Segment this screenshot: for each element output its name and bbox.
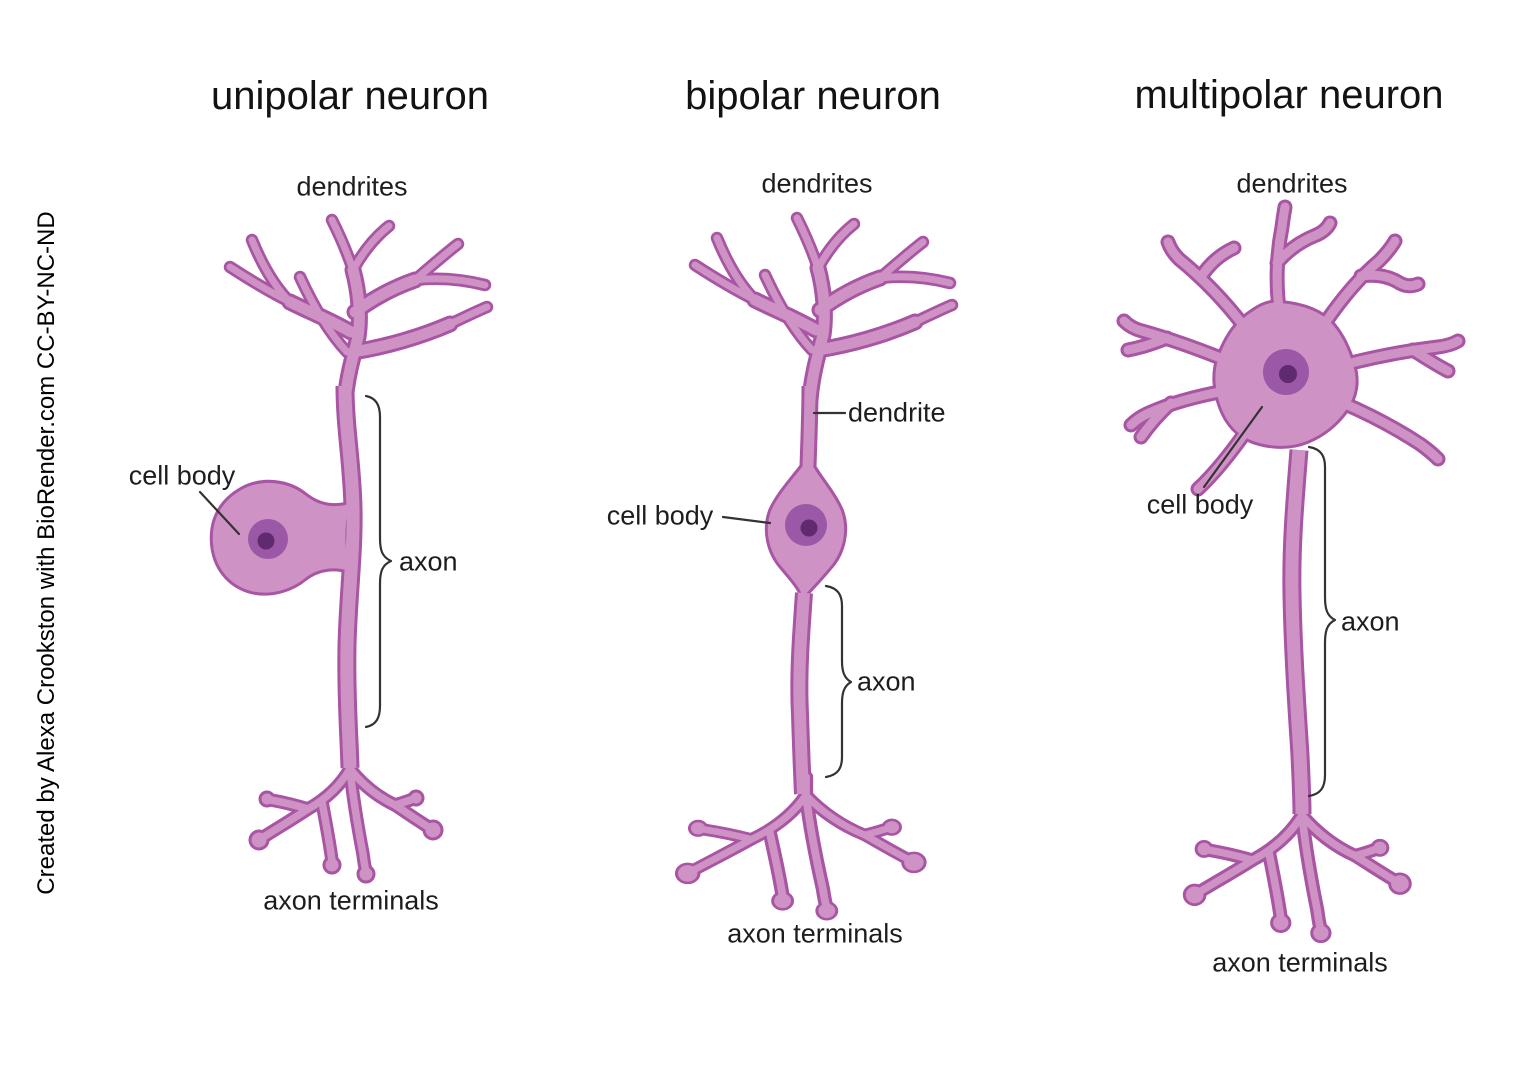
multipolar-axon-label: axon [1341,606,1400,637]
bipolar-axon-terminals-label: axon terminals [727,918,903,949]
unipolar-dendrites-label: dendrites [296,171,408,202]
bipolar-axon-label: axon [857,666,916,697]
multipolar-cell-body-leader-line [1202,405,1264,489]
multipolar-cell-body-label: cell body [1146,489,1254,520]
multipolar-neuron-graphic [1124,207,1458,940]
annotations [198,394,1337,798]
multipolar-fill-pass [1124,207,1458,941]
multipolar-nucleolus [1279,365,1297,383]
unipolar-axon-bracket [364,394,393,729]
multipolar-dendrites-label: dendrites [1236,168,1348,199]
bipolar-axon-bracket [824,584,853,779]
unipolar-cell-body-leader-line [198,490,241,536]
bipolar-title: bipolar neuron [685,74,941,118]
unipolar-title: unipolar neuron [211,74,489,118]
unipolar-axon-terminals-label: axon terminals [263,885,439,916]
attribution-credit-text: Created by Alexa Crookston with BioRende… [33,211,60,895]
multipolar-title: multipolar neuron [1134,73,1444,117]
bipolar-nucleolus [800,519,818,537]
bipolar-cell-body-leader-line [721,515,772,525]
bipolar-cell-body-label: cell body [606,500,714,531]
bipolar-dendrites-label: dendrites [761,168,873,199]
unipolar-axon-label: axon [399,546,458,577]
bipolar-dendrite-label: dendrite [848,397,946,428]
unipolar-neuron-graphic [213,220,487,881]
unipolar-cell-body-label: cell body [128,460,236,491]
multipolar-axon-bracket [1307,445,1337,798]
unipolar-nucleolus [257,532,275,550]
multipolar-axon-terminals-label: axon terminals [1212,947,1388,978]
bipolar-neuron-graphic [678,218,952,918]
